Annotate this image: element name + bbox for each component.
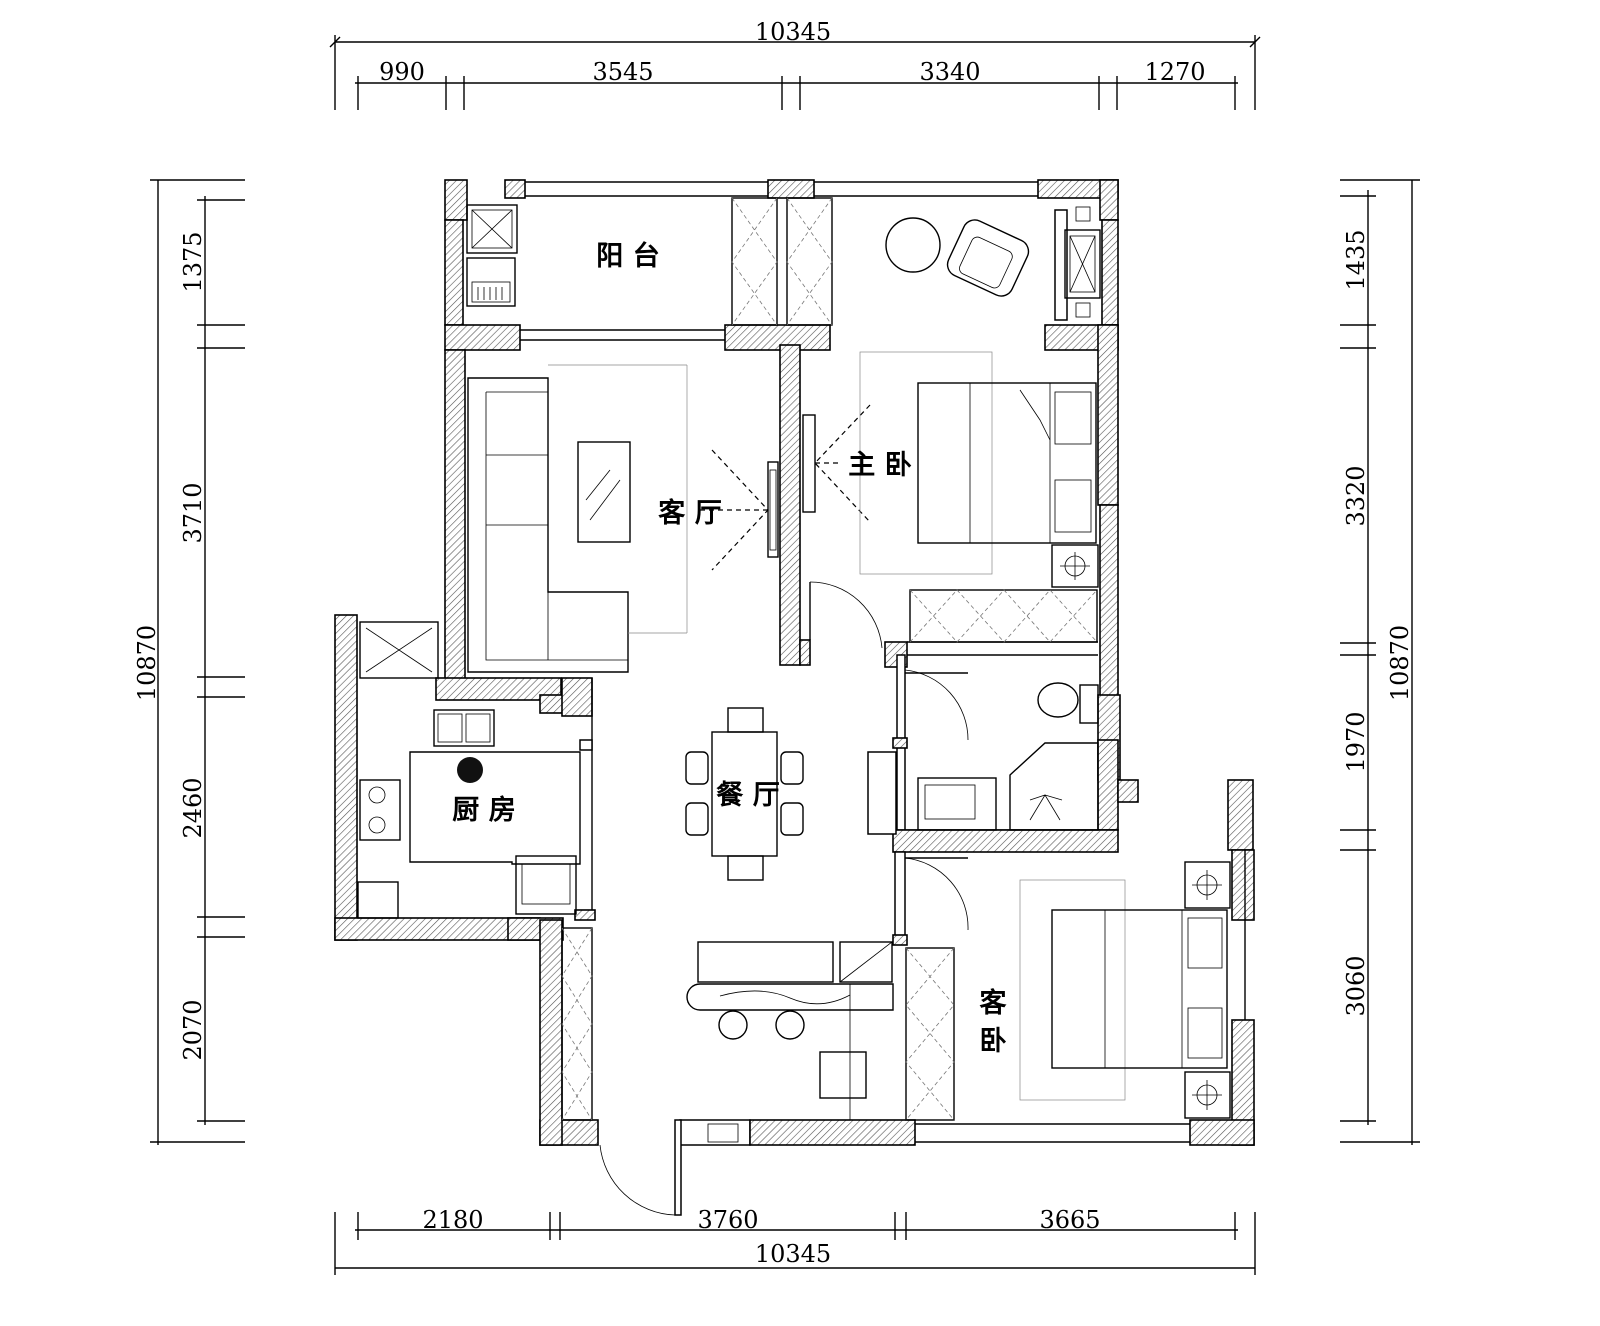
dim-bottom-seg-1: 2180 [422,1206,483,1234]
fixtures [357,197,1231,1216]
dim-top-seg-3: 3340 [919,58,980,86]
room-labels: 阳 台 客 厅 主 卧 餐 厅 厨 房 客 卧 [452,240,1007,1057]
label-living-room: 客 厅 [658,497,721,529]
label-dining-room: 餐 厅 [716,780,779,811]
dimension-left: 10870 1375 3710 2460 2070 [133,179,245,1145]
dim-bottom-seg-3: 3665 [1039,1206,1100,1234]
dim-left-seg-4: 2070 [179,999,207,1060]
dim-bottom-total: 10345 [755,1240,831,1268]
label-guest-bedroom-1: 客 [980,987,1008,1019]
label-master-bedroom: 主 卧 [848,450,911,481]
dimension-bottom: 2180 3760 3665 10345 [334,1206,1256,1275]
dim-right-seg-1: 1435 [1342,229,1370,290]
dim-top-total: 10345 [755,18,831,46]
dim-bottom-seg-2: 3760 [697,1206,758,1234]
dim-right-seg-3: 1970 [1342,711,1370,772]
dim-left-seg-1: 1375 [179,231,207,292]
dim-top-seg-1: 990 [379,58,425,86]
dimension-top: 10345 990 3545 3340 1270 [329,18,1261,110]
dim-right-seg-4: 3060 [1342,955,1370,1016]
dim-left-seg-2: 3710 [179,482,207,543]
label-kitchen: 厨 房 [452,795,515,826]
dim-top-seg-2: 3545 [592,58,653,86]
dim-top-seg-4: 1270 [1144,58,1205,86]
label-guest-bedroom-2: 卧 [980,1026,1007,1057]
dim-right-seg-2: 3320 [1342,465,1370,526]
label-balcony: 阳 台 [596,240,659,272]
dim-left-seg-3: 2460 [179,777,207,838]
dim-left-total: 10870 [133,625,161,701]
dimension-right: 10870 1435 3320 1970 3060 [1340,179,1420,1145]
walls [334,179,1255,1216]
dim-right-total: 10870 [1386,625,1414,701]
